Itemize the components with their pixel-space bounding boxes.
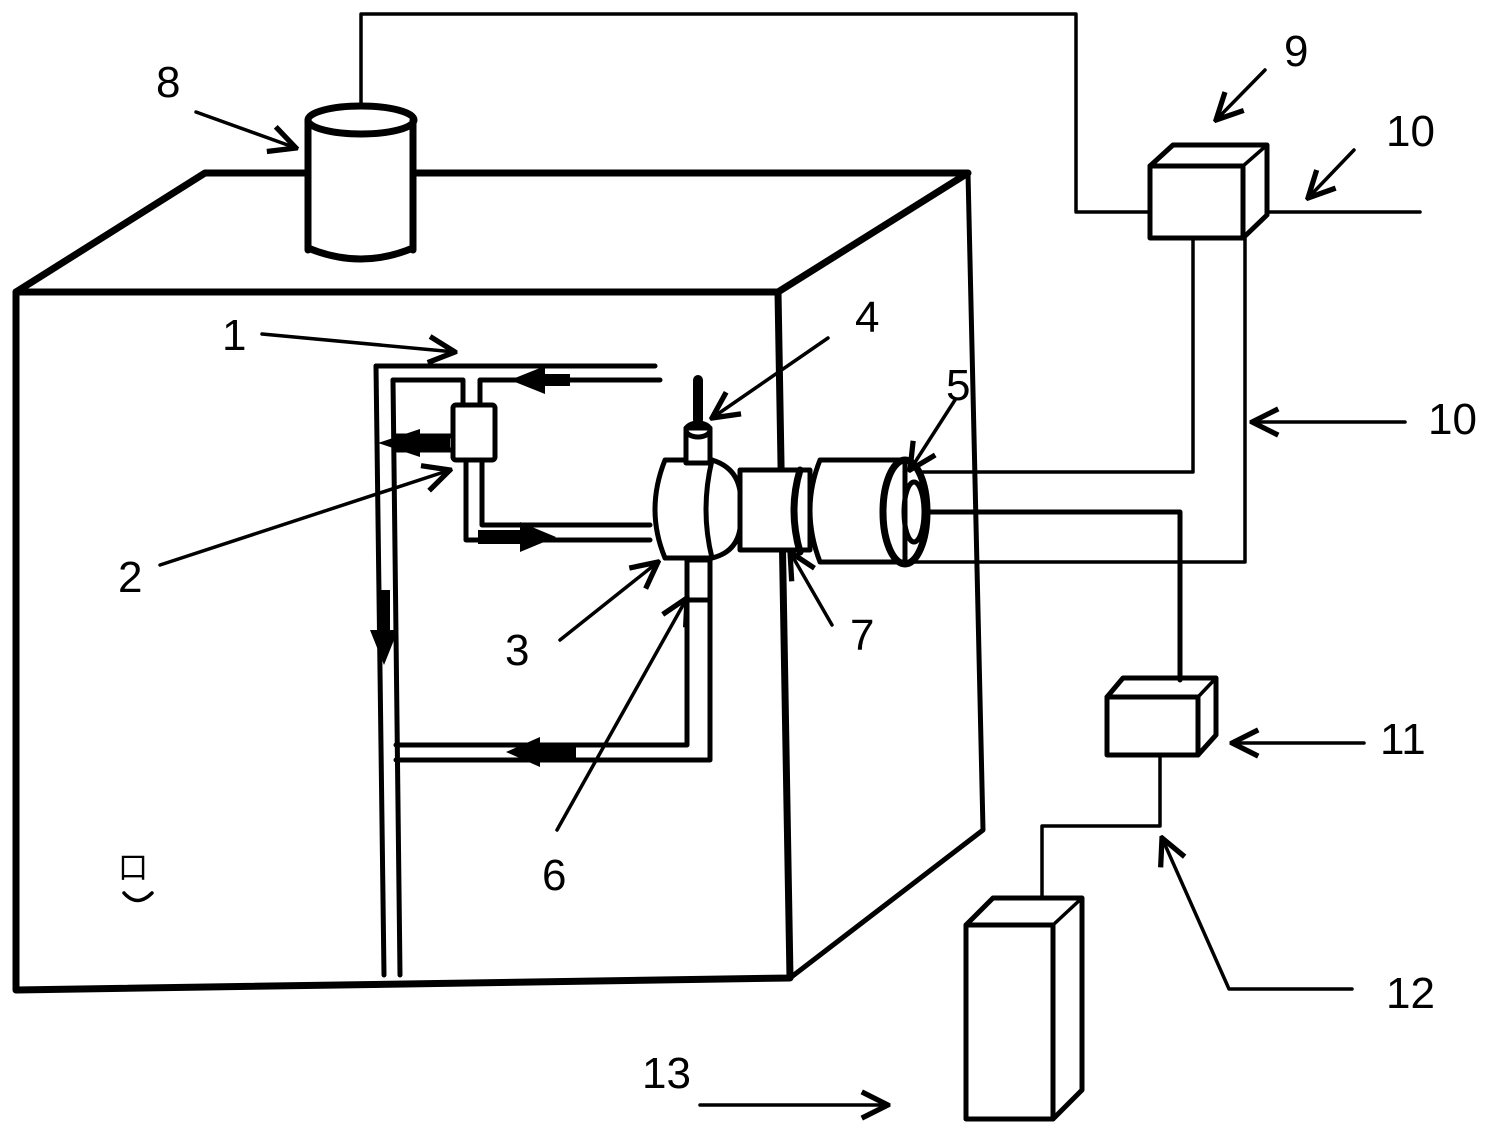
label-2: 2 [118,553,142,602]
label-4: 4 [855,293,879,342]
controller-box-lower [1104,675,1219,758]
flow-arrow-icon [370,590,398,665]
cable-vertical [898,236,1247,564]
cable-ring-to-controller-lower [922,509,1183,683]
main-housing [652,457,744,561]
coupling-sleeve [737,466,813,556]
label-6: 6 [542,851,566,900]
leader-9 [1216,68,1267,120]
misc-glyph-arc [122,891,154,903]
leader-10a [1308,148,1356,198]
chamber-top-face [12,169,972,296]
label-11: 11 [1380,715,1426,764]
leader-5 [910,398,957,470]
label-8: 8 [156,58,180,107]
piping-loop [373,363,713,978]
leader-lines [158,68,1407,1105]
label-13: 13 [642,1049,691,1098]
label-10a: 10 [1386,107,1435,156]
leader-3 [558,562,658,642]
label-3: 3 [505,626,529,675]
leader-2 [158,470,450,567]
label-7: 7 [850,611,874,660]
label-10b: 10 [1428,395,1477,444]
leader-1 [260,332,455,352]
chamber-side-face [787,170,986,981]
outer-cylinder [807,457,908,565]
cabinet-tower [963,895,1085,1122]
misc-glyph: 口 [118,852,148,885]
leader-6 [555,598,687,832]
top-port [683,375,713,466]
labels: 1 2 3 4 5 6 7 8 9 10 10 11 12 13 [118,27,1477,1098]
flow-arrow-icon [506,737,576,767]
chamber-front-face [12,288,794,994]
flow-arrow-icon [478,522,556,552]
cable-lower [1040,753,1162,900]
leader-8 [194,110,296,148]
leader-7 [790,552,834,627]
test-chamber [12,169,986,994]
cable-canister-to-controller [359,12,1152,214]
bottom-port [684,557,713,603]
flow-arrow-icon [378,429,450,457]
cable-controller-to-ring-a [918,236,1195,474]
leader-12 [1162,838,1354,991]
leader-4 [712,336,830,418]
controller-box-top [1147,142,1270,241]
label-9: 9 [1284,27,1308,76]
top-canister [304,102,418,263]
flow-arrow-icon [510,366,570,394]
label-5: 5 [946,361,970,410]
flow-arrows [370,366,576,767]
label-12: 12 [1386,969,1435,1018]
label-1: 1 [222,311,246,360]
valve-block [450,402,498,463]
